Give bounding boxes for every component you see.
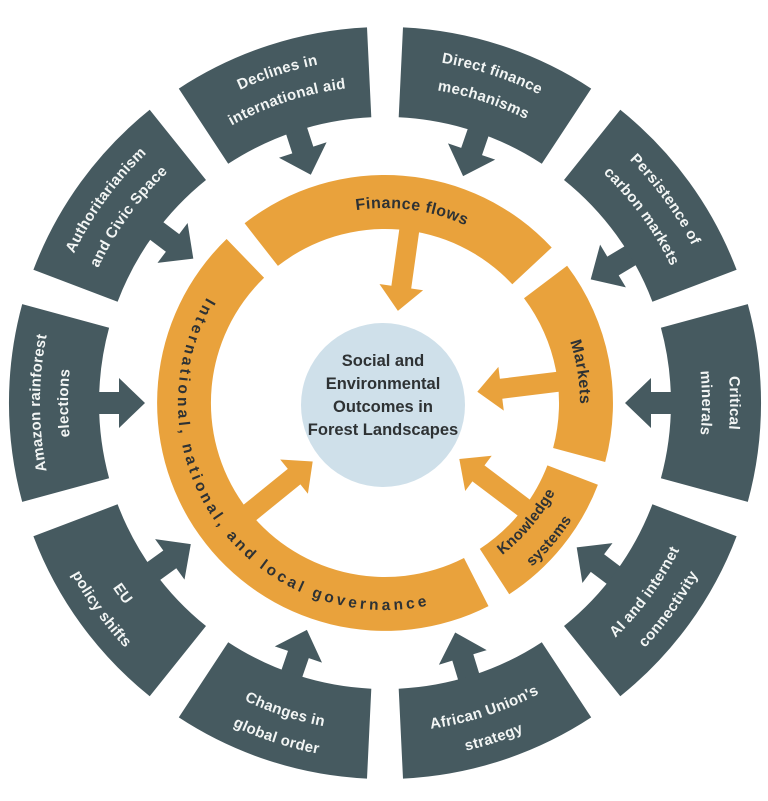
amazon-rainforest-elections-label-line-1: Amazon rainforest [27,332,51,473]
inner-segment-knowledge-systems [479,465,598,595]
center-label-line-3: Outcomes in [333,398,433,416]
center-label-line-2: Environmental [326,375,441,393]
outer-segment-african-unions-strategy [398,642,592,779]
outer-segment-authoritarianism-and-civic-space [33,109,207,302]
center-label-line-4: Forest Landscapes [308,421,458,439]
outer-segment-eu-policy-shifts [33,504,207,697]
declines-in-international-aid-inward-arrow [279,120,327,175]
outer-segment-declines-in-international-aid [178,27,372,164]
knowledge-systems-arrow-to-center [459,455,534,519]
outer-segment-direct-finance-mechanisms [398,27,592,164]
critical-minerals-inward-arrow [625,378,678,428]
african-unions-strategy-inward-arrow [438,632,487,687]
critical-minerals-label-line-1: Critical [725,376,743,431]
outer-segment-persistence-of-carbon-markets [564,109,737,302]
direct-finance-mechanisms-inward-arrow [448,122,496,177]
outer-segment-ai-and-internet-connectivity [564,504,737,697]
outer-segment-changes-in-global-order [178,642,372,779]
critical-minerals-label-line-2: minerals [696,370,715,436]
governance-arrow-to-center [239,459,313,524]
amazon-rainforest-elections-label-line-2: elections [55,368,74,438]
inner-segment-finance-flows [244,174,552,285]
finance-flows-arrow-to-center [379,224,424,311]
center-label-line-1: Social and [342,352,425,370]
outer-segment-amazon-rainforest-elections [8,304,110,502]
changes-in-global-order-inward-arrow [274,629,322,684]
center-circle [301,323,465,487]
markets-arrow-to-center [477,366,564,411]
outer-segment-critical-minerals [660,304,762,502]
inner-segment-markets [524,265,613,462]
inner-segment-governance [157,239,489,631]
amazon-rainforest-elections-inward-arrow [92,378,145,428]
